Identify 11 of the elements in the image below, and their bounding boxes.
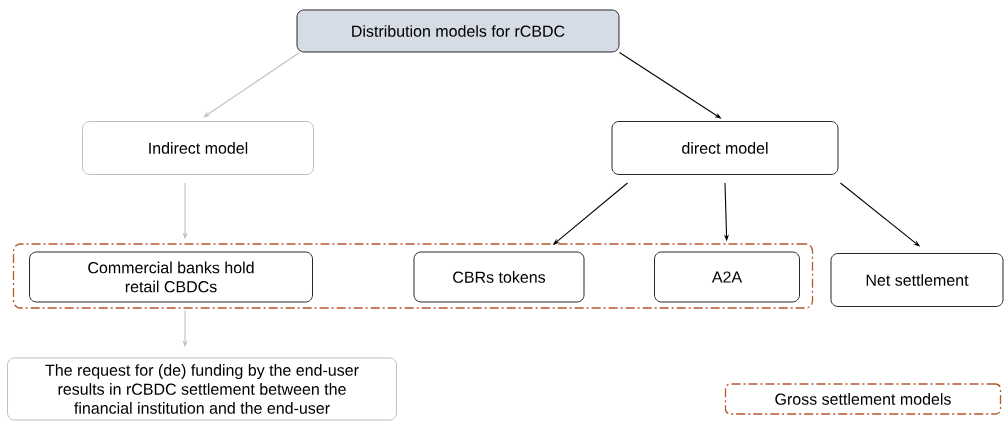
process-box: Commercial banks hold retail CBDCs bbox=[29, 251, 313, 303]
model-box: direct model bbox=[611, 121, 839, 175]
model-box: Indirect model bbox=[82, 121, 314, 175]
process-box: CBRs tokens bbox=[413, 251, 585, 303]
arrow bbox=[203, 51, 301, 118]
legend-item: Gross settlement models bbox=[724, 383, 1002, 415]
process-box: Net settlement bbox=[830, 253, 1004, 307]
group-frame bbox=[12, 243, 814, 309]
process-box: A2A bbox=[654, 251, 800, 303]
title-box: Distribution models for rCBDC bbox=[296, 9, 620, 53]
note-box: The request for (de) funding by the end-user results in rCBDC settlement between the financial institution and the end-user bbox=[7, 357, 397, 421]
